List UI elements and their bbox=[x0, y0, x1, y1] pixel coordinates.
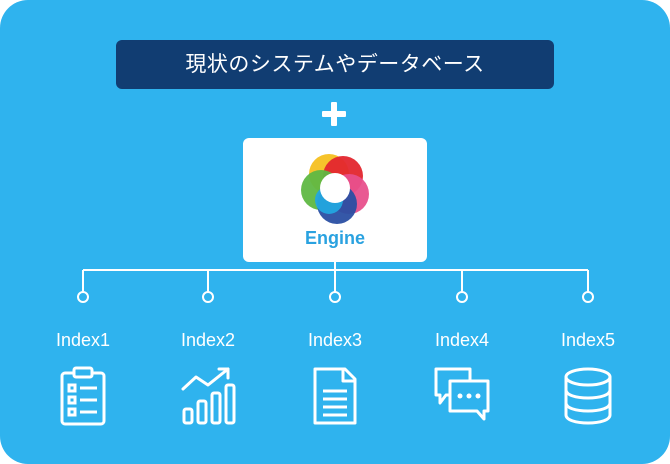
chat-bubbles-icon bbox=[434, 367, 490, 421]
index3-label: Index3 bbox=[307, 330, 363, 350]
database-icon bbox=[564, 367, 612, 425]
plus-icon bbox=[320, 100, 348, 128]
index4-label: Index4 bbox=[434, 330, 490, 350]
index1-label: Index1 bbox=[55, 330, 111, 350]
existing-systems-banner: 現状のシステムやデータベース bbox=[116, 40, 554, 89]
clipboard-checklist-icon bbox=[60, 366, 106, 426]
engine-logo-icon bbox=[301, 154, 369, 224]
engine-box: Engine bbox=[243, 138, 427, 262]
document-icon bbox=[313, 367, 357, 425]
growth-chart-icon bbox=[181, 367, 236, 425]
index5-label: Index5 bbox=[560, 330, 616, 350]
index2-label: Index2 bbox=[180, 330, 236, 350]
engine-label: Engine bbox=[304, 228, 365, 248]
